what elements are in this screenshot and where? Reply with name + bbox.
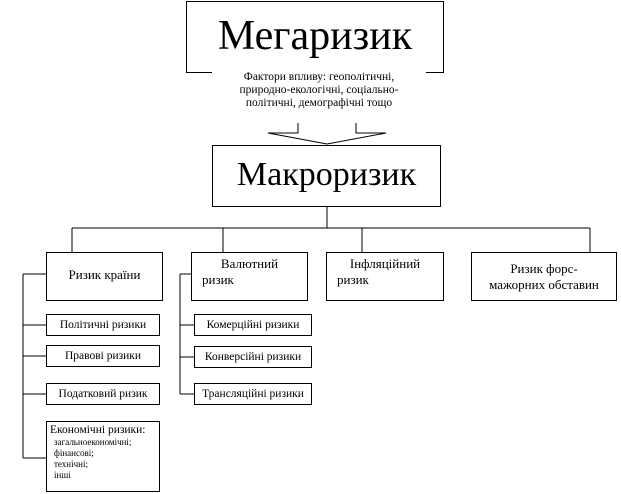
subrisk-label: Комерційні ризики — [206, 319, 300, 331]
economic-risk-item: інші — [54, 470, 71, 480]
subrisk-label: Правові ризики — [64, 350, 142, 362]
economic-risk-item: загальноекономічні; — [54, 437, 132, 447]
category-label-line-2: ризик — [202, 272, 234, 287]
down-arrow — [267, 123, 387, 145]
macrorisk-box: Макроризик — [212, 145, 441, 207]
currency-subrisk-commercial: Комерційні ризики — [194, 314, 312, 336]
megarisk-box: Мегаризик — [186, 1, 444, 73]
category-label-line-2: мажорних обставин — [489, 277, 599, 292]
country-subrisk-economic: Економічні ризики: загальноекономічні; ф… — [46, 421, 160, 492]
subrisk-label: Політичні ризики — [59, 319, 147, 331]
economic-risks-title: Економічні ризики: — [50, 424, 146, 436]
category-currency-risk: Валютний ризик — [191, 252, 308, 301]
megarisk-title: Мегаризик — [217, 13, 413, 59]
factors-line-1: Фактори впливу: геополітичні, — [243, 71, 395, 83]
subrisk-label: Конверсійні ризики — [204, 351, 302, 363]
category-label: Ризик країни — [68, 267, 141, 282]
category-force-majeure-risk: Ризик форс- мажорних обставин — [471, 252, 617, 301]
category-inflation-risk: Інфляційний ризик — [326, 252, 444, 301]
category-label-line-2: ризик — [337, 272, 369, 287]
factors-line-2: природно-екологічні, соціально- — [239, 84, 399, 96]
country-subrisk-political: Політичні ризики — [46, 314, 160, 336]
country-subrisk-tax: Податковий ризик — [46, 383, 160, 405]
category-label-line-1: Валютний — [220, 256, 279, 271]
economic-risk-item: технічні; — [54, 459, 88, 469]
category-label-line-1: Інфляційний — [349, 256, 421, 271]
category-country-risk: Ризик країни — [46, 252, 163, 301]
factors-line-3: політичні, демографічні тощо — [245, 97, 393, 109]
economic-risk-item: фінансові; — [54, 448, 94, 458]
category-label-line-1: Ризик форс- — [510, 261, 578, 276]
currency-subrisk-conversion: Конверсійні ризики — [194, 346, 312, 368]
currency-subrisk-translation: Трансляційні ризики — [194, 383, 312, 405]
factors-box: Фактори впливу: геополітичні, природно-е… — [212, 71, 426, 123]
subrisk-label: Трансляційні ризики — [202, 388, 304, 400]
subrisk-label: Податковий ризик — [58, 388, 148, 400]
macrorisk-title: Макроризик — [236, 156, 417, 193]
country-subrisk-legal: Правові ризики — [46, 345, 160, 367]
